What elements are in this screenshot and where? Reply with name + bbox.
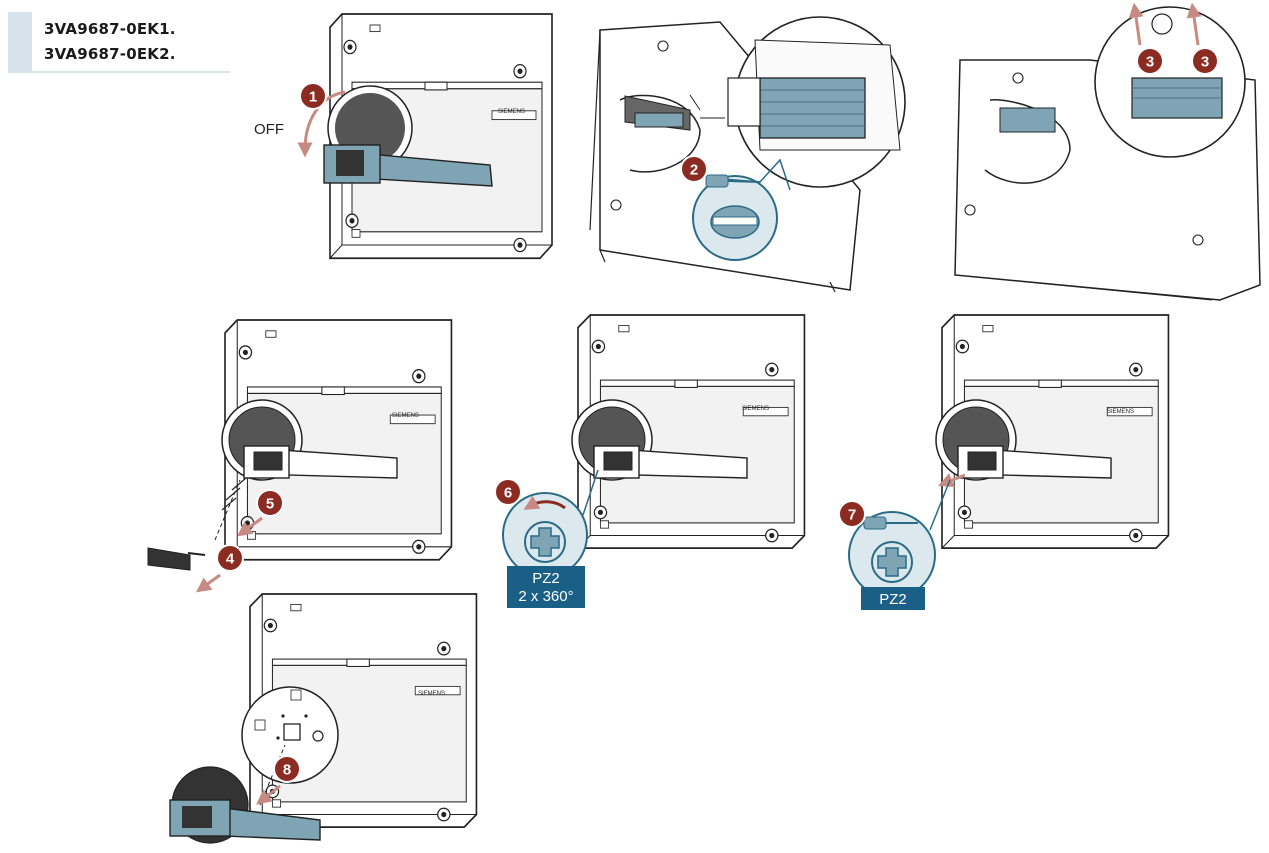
pz2-label-6: PZ2 xyxy=(532,570,560,587)
pz2-label-box-7 xyxy=(861,587,925,610)
step-badge-6 xyxy=(494,478,522,506)
header-underline xyxy=(8,71,230,73)
step-number-3a: 3 xyxy=(1146,54,1154,71)
pz2-label-7: PZ2 xyxy=(879,591,907,608)
brand-label: SIEMENS xyxy=(392,413,419,419)
step-badge-3b xyxy=(1191,47,1219,75)
part-number-2: 3VA9687-0EK2. xyxy=(44,45,176,63)
header-accent-bar xyxy=(8,12,32,72)
figure-step-1: SIEMENS 1 OFF xyxy=(254,13,553,260)
figure-step-6: SIEMENS 6 PZ2 2 x 360° xyxy=(494,314,806,608)
part-number-1: 3VA9687-0EK1. xyxy=(44,20,176,38)
rotate-arrow xyxy=(297,90,346,158)
step-number-8: 8 xyxy=(283,762,291,779)
step-number-7: 7 xyxy=(848,507,856,524)
brand-label: SIEMENS xyxy=(418,691,445,697)
step-number-1: 1 xyxy=(309,89,317,106)
figure-step-3: 3 3 xyxy=(954,2,1261,301)
step-number-4: 4 xyxy=(226,551,235,568)
step-number-3b: 3 xyxy=(1201,54,1209,71)
step-badge-2 xyxy=(680,155,708,183)
step-number-6: 6 xyxy=(504,485,512,502)
step-number-5: 5 xyxy=(266,496,274,513)
figure-step-4-5: SIEMENS 5 4 xyxy=(147,319,453,593)
step-badge-7 xyxy=(838,500,866,528)
brand-label: SIEMENS xyxy=(1107,409,1134,415)
step-badge-5 xyxy=(256,489,284,517)
brand-label: SIEMENS xyxy=(498,109,525,115)
step-badge-4 xyxy=(216,544,244,572)
figure-step-7: SIEMENS 7 PZ2 xyxy=(838,314,1170,610)
figure-step-8: SIEMENS 8 xyxy=(169,593,478,844)
figure-step-2: 2 xyxy=(589,16,906,293)
pz2-rotation-label: 2 x 360° xyxy=(518,588,573,605)
off-label: OFF xyxy=(254,121,284,138)
brand-label: SIEMENS xyxy=(742,406,769,412)
step-badge-8 xyxy=(273,755,301,783)
step-badge-3a xyxy=(1136,47,1164,75)
step-number-2: 2 xyxy=(690,162,698,179)
step-badge-1 xyxy=(299,82,327,110)
pz2-label-box-6 xyxy=(507,566,585,608)
